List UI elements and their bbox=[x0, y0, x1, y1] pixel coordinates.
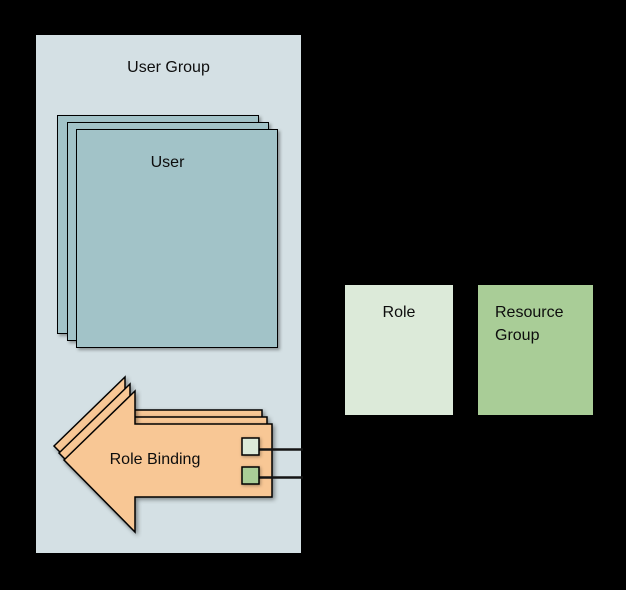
user-label: User bbox=[150, 154, 185, 171]
user-group-label: User Group bbox=[127, 59, 210, 76]
resource-group-box: Resource Group bbox=[478, 285, 593, 415]
role-binding-label: Role Binding bbox=[109, 451, 201, 468]
role-label: Role bbox=[382, 304, 416, 321]
resource-group-label: Resource Group bbox=[495, 304, 564, 344]
user-card-front bbox=[76, 129, 278, 348]
role-box: Role bbox=[345, 285, 453, 415]
